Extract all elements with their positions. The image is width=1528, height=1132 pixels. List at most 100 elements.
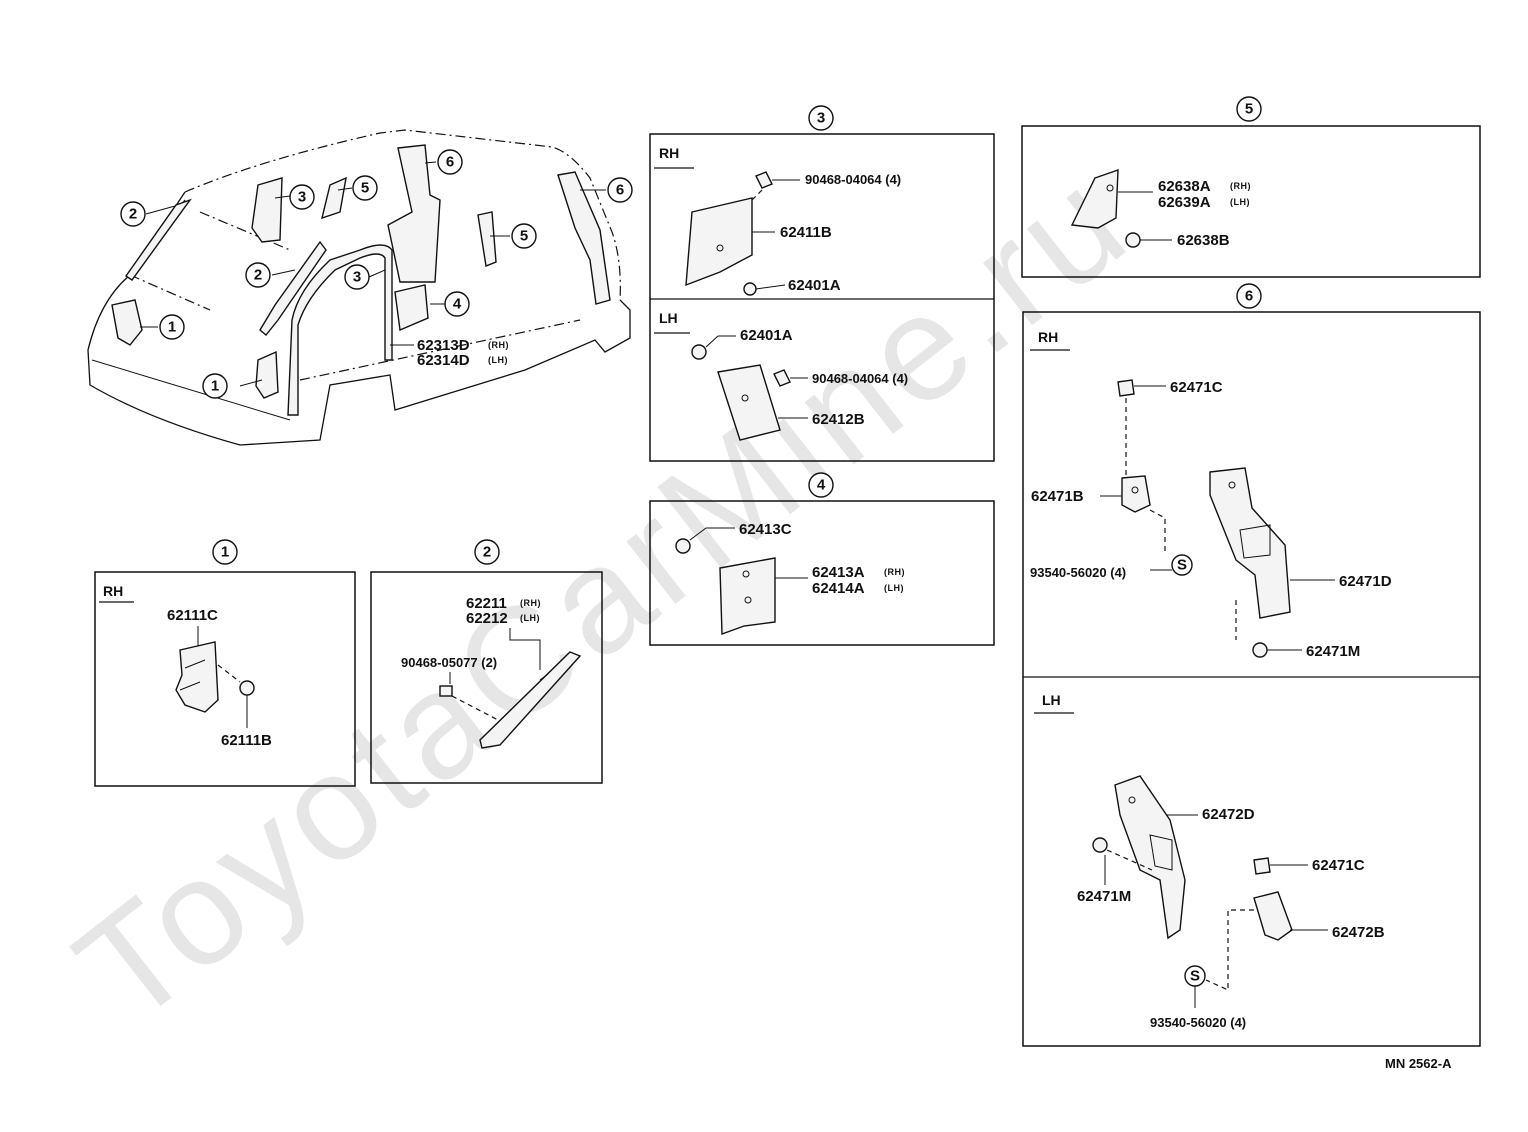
callout-2b: 2 — [245, 262, 271, 288]
group-2: 2 62211 (RH) 62212 (LH) 90468-05077 (2) — [370, 539, 603, 784]
door-weatherstrip-overview — [287, 244, 393, 416]
part-93540-56020-rh: 93540-56020 (4) — [1030, 565, 1126, 580]
group-1-section-label: RH — [103, 583, 123, 599]
callout-6b: 6 — [607, 177, 633, 203]
group-4-box — [649, 500, 995, 646]
callout-6a: 6 — [437, 149, 463, 175]
group-6: 6 RH 62471C 62471B S 93540-56020 (4) 624… — [1022, 283, 1481, 1047]
clip-62471M-lh-part — [1092, 837, 1108, 853]
clip-90468-04064-lh — [773, 369, 791, 387]
anchor-cover-62472B-part — [1253, 891, 1293, 941]
windshield-lower — [129, 274, 211, 311]
b-pillar-upper-overview — [251, 177, 283, 243]
callout-4: 4 — [444, 291, 470, 317]
part-62413C: 62413C — [739, 521, 792, 538]
part-62412B: 62412B — [812, 411, 865, 428]
roof-side-inner-garnish-part — [1070, 169, 1119, 229]
part-62414A: 62414A — [812, 580, 865, 597]
group-5-box — [1021, 125, 1481, 278]
part-62471D: 62471D — [1339, 573, 1392, 590]
clip-62413C-part — [675, 538, 691, 554]
part-62111B: 62111B — [221, 732, 272, 749]
part-62471M-lh: 62471M — [1077, 888, 1131, 905]
rear-pillar-overview — [387, 144, 441, 283]
group-6-box — [1022, 311, 1481, 1047]
group-6-rh-label: RH — [1038, 329, 1058, 345]
part-90468-04064-rh: 90468-04064 (4) — [805, 172, 901, 187]
part-62639A-side: (LH) — [1230, 197, 1250, 207]
group-2-box — [370, 571, 603, 784]
c-pillar-overview — [477, 211, 497, 267]
group-3-box — [649, 133, 995, 462]
c-pillar-small-overview — [321, 176, 347, 220]
part-62638A: 62638A — [1158, 178, 1211, 195]
part-62639A: 62639A — [1158, 194, 1211, 211]
clip-62471M-rh-part — [1252, 642, 1268, 658]
group-1: 1 RH 62111C 62111B — [94, 539, 356, 787]
group-6-number: 6 — [1245, 288, 1253, 305]
part-62401A-lh: 62401A — [740, 327, 793, 344]
center-pillar-upper-lh — [717, 364, 781, 441]
a-pillar-garnish-part — [479, 651, 582, 749]
svg-text:6: 6 — [446, 154, 454, 171]
vehicle-floor-line — [91, 359, 291, 421]
screw-symbol-rh-label: S — [1177, 557, 1187, 574]
part-93540-56020-lh: 93540-56020 (4) — [1150, 1015, 1246, 1030]
clip-62111B — [239, 680, 255, 696]
vehicle-roof-outline — [184, 129, 621, 301]
part-62471C-rh: 62471C — [1170, 379, 1223, 396]
group-3-rh-label: RH — [659, 145, 679, 161]
svg-text:2: 2 — [129, 206, 137, 223]
b-pillar-lower-overview — [394, 284, 429, 332]
part-62472D: 62472D — [1202, 806, 1255, 823]
part-62471M-rh: 62471M — [1306, 643, 1360, 660]
d-pillar-overview — [557, 171, 611, 305]
svg-text:4: 4 — [453, 296, 462, 313]
clip-62401A-lh — [691, 344, 707, 360]
callout-5a: 5 — [352, 175, 378, 201]
part-62414A-side: (LH) — [884, 583, 904, 593]
overview-leaders — [140, 161, 606, 387]
vehicle-overview: 1 1 2 2 3 3 4 5 5 6 6 62313D (RH) 62314D… — [87, 129, 633, 446]
svg-text:3: 3 — [353, 269, 361, 286]
part-62211-side: (RH) — [520, 598, 541, 608]
center-pillar-lower-part — [719, 557, 776, 635]
part-90468-04064-lh: 90468-04064 (4) — [812, 371, 908, 386]
callout-2a: 2 — [120, 201, 146, 227]
weatherstrip-lh-side: (LH) — [488, 355, 508, 365]
group-5: 5 62638A (RH) 62639A (LH) 62638B — [1021, 96, 1481, 278]
weatherstrip-lh-number: 62314D — [417, 352, 470, 369]
part-62212: 62212 — [466, 610, 508, 627]
screw-symbol-rh — [1171, 554, 1193, 576]
weatherstrip-rh-number: 62313D — [417, 337, 470, 354]
clip-62401A-rh — [743, 282, 757, 296]
clip-90468-05077-part — [439, 685, 453, 697]
a-pillar-trim-overview-2 — [259, 240, 327, 336]
part-62413A-side: (RH) — [884, 567, 905, 577]
part-62111C: 62111C — [167, 607, 218, 624]
a-pillar-trim-overview — [125, 198, 192, 281]
rear-pillar-garnish-lh-part — [1114, 775, 1186, 940]
part-62212-side: (LH) — [520, 613, 540, 623]
rear-pillar-garnish-rh-part — [1209, 467, 1291, 619]
reference-code: MN 2562-A — [1385, 1056, 1452, 1071]
cowl-trim-overview-rh — [111, 299, 143, 346]
part-62638A-side: (RH) — [1230, 181, 1251, 191]
callout-3a: 3 — [289, 184, 315, 210]
group-1-number: 1 — [221, 544, 229, 561]
svg-text:5: 5 — [361, 180, 369, 197]
clip-90468-05077: 90468-05077 (2) — [401, 655, 497, 670]
part-62471B: 62471B — [1031, 488, 1084, 505]
svg-text:5: 5 — [520, 228, 528, 245]
svg-text:3: 3 — [298, 189, 306, 206]
weatherstrip-rh-side: (RH) — [488, 340, 509, 350]
anchor-cover-62471B-part — [1121, 475, 1151, 513]
cowl-trim-overview-lh — [255, 350, 279, 399]
part-62411B: 62411B — [780, 224, 832, 241]
svg-text:6: 6 — [616, 182, 624, 199]
cowl-side-trim-part — [175, 641, 219, 713]
group-4-number: 4 — [817, 477, 826, 494]
clip-62638B-part — [1125, 232, 1141, 248]
windshield-line — [199, 211, 291, 251]
